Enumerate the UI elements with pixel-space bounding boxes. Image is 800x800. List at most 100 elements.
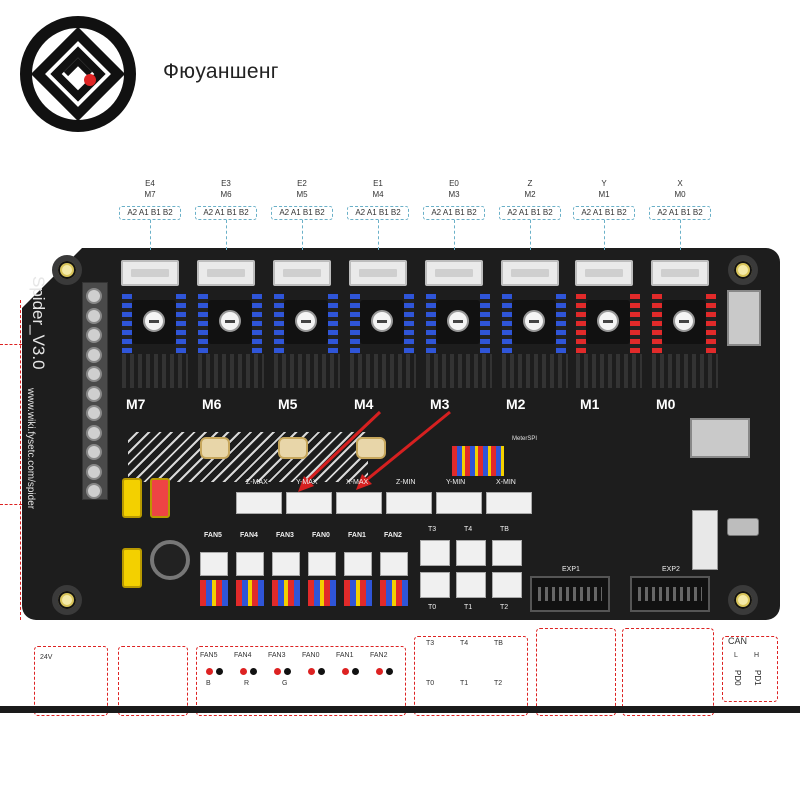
motor-label: M7 <box>126 396 146 412</box>
pin-dot <box>284 668 291 675</box>
motor-pin-group: A2 A1 B1 B2 <box>423 206 485 220</box>
bottom-bar <box>0 706 800 713</box>
rgb-label: B <box>206 680 211 687</box>
stepper-driver <box>512 300 556 344</box>
terminal-screw <box>86 346 102 363</box>
sd-card-slot <box>690 418 750 458</box>
fan-pin-header <box>236 580 264 606</box>
pin-dot <box>250 668 257 675</box>
mount-hole <box>728 255 758 285</box>
terminal-screw <box>86 385 102 402</box>
driver-pads <box>576 354 642 388</box>
terminal-screw <box>86 463 102 480</box>
motor-label: M6 <box>202 396 222 412</box>
therm-pinout-label: T0 <box>426 680 435 687</box>
driver-pads <box>502 354 568 388</box>
endstop-label: X-MAX <box>346 479 369 486</box>
motor-connector <box>197 260 255 286</box>
axis-label: Z <box>527 179 533 188</box>
motor-connector <box>651 260 709 286</box>
terminal-screw <box>86 366 102 382</box>
hatch-area <box>128 432 368 482</box>
therm-pinout-label: T3 <box>426 640 435 647</box>
axis-label: Y <box>601 179 607 188</box>
driver-pin-header <box>480 294 490 372</box>
inductor <box>278 437 308 459</box>
driver-pads <box>198 354 264 388</box>
motor-connector <box>121 260 179 286</box>
axis-label: E0 <box>449 179 459 188</box>
power-in-box <box>34 646 108 716</box>
driver-pin-header <box>404 294 414 372</box>
endstop-connector <box>336 492 382 514</box>
thermistor-connector <box>456 572 486 598</box>
fan-label: FAN5 <box>204 532 222 539</box>
motor-id-label: M4 <box>372 190 384 199</box>
jumper-block <box>452 446 504 476</box>
axis-label: E2 <box>297 179 307 188</box>
rgb-label: G <box>282 680 288 687</box>
fan-label: FAN0 <box>312 532 330 539</box>
stepper-driver <box>284 300 328 344</box>
motor-pin-group: A2 A1 B1 B2 <box>195 206 257 220</box>
endstop-connector <box>386 492 432 514</box>
thermistor-label: TB <box>500 526 509 533</box>
stepper-driver <box>662 300 706 344</box>
can-l-label: L <box>734 652 738 659</box>
motor-leader-line <box>454 220 455 250</box>
terminal-screw <box>86 327 102 343</box>
pin-dot <box>274 668 281 675</box>
motor-leader-line <box>680 220 681 250</box>
motor-id-label: M1 <box>598 190 610 199</box>
fuse <box>150 478 170 518</box>
fuse <box>122 548 142 588</box>
fan-label: FAN4 <box>240 532 258 539</box>
pin-dot <box>206 668 213 675</box>
thermistor-label: T1 <box>464 604 473 611</box>
pin-dot <box>342 668 349 675</box>
endstop-label: X-MIN <box>496 479 516 486</box>
exp1-pinout-box <box>536 628 616 716</box>
motor-pin-group: A2 A1 B1 B2 <box>499 206 561 220</box>
motor-id-label: M7 <box>144 190 156 199</box>
motor-label: M0 <box>656 396 676 412</box>
motor-id-label: M3 <box>448 190 460 199</box>
fan-pinout-label: FAN2 <box>370 652 388 659</box>
thermistor-connector <box>456 540 486 566</box>
driver-potentiometer <box>143 310 165 332</box>
power-v24-label: 24V <box>40 654 53 661</box>
fan-connector-right <box>727 290 761 346</box>
driver-pin-header <box>576 294 586 372</box>
stepper-driver <box>132 300 176 344</box>
endstop-connector <box>236 492 282 514</box>
exp1-label: EXP1 <box>562 566 580 573</box>
fan-connector <box>344 552 372 576</box>
driver-pin-header <box>502 294 512 372</box>
driver-potentiometer <box>371 310 393 332</box>
driver-pads <box>274 354 340 388</box>
terminal-screw <box>86 307 102 324</box>
driver-potentiometer <box>219 310 241 332</box>
motor-id-label: M6 <box>220 190 232 199</box>
driver-pin-header <box>706 294 716 372</box>
driver-potentiometer <box>295 310 317 332</box>
therm-pinout-label: T2 <box>494 680 503 687</box>
exp1-header <box>530 576 610 612</box>
driver-pin-header <box>556 294 566 372</box>
can-connector <box>692 510 718 570</box>
motor-connector <box>349 260 407 286</box>
motor-leader-line <box>226 220 227 250</box>
usb-c-port <box>727 518 759 536</box>
driver-pin-header <box>630 294 640 372</box>
can-h-label: H <box>754 652 760 659</box>
motor-leader-line <box>378 220 379 250</box>
fan-pinout-label: FAN1 <box>336 652 354 659</box>
fuse <box>122 478 142 518</box>
terminal-screw <box>86 483 102 499</box>
driver-potentiometer <box>523 310 545 332</box>
pin-dot <box>318 668 325 675</box>
fan-connector <box>380 552 408 576</box>
endstop-label: Z-MAX <box>246 479 268 486</box>
fan-connector <box>236 552 264 576</box>
